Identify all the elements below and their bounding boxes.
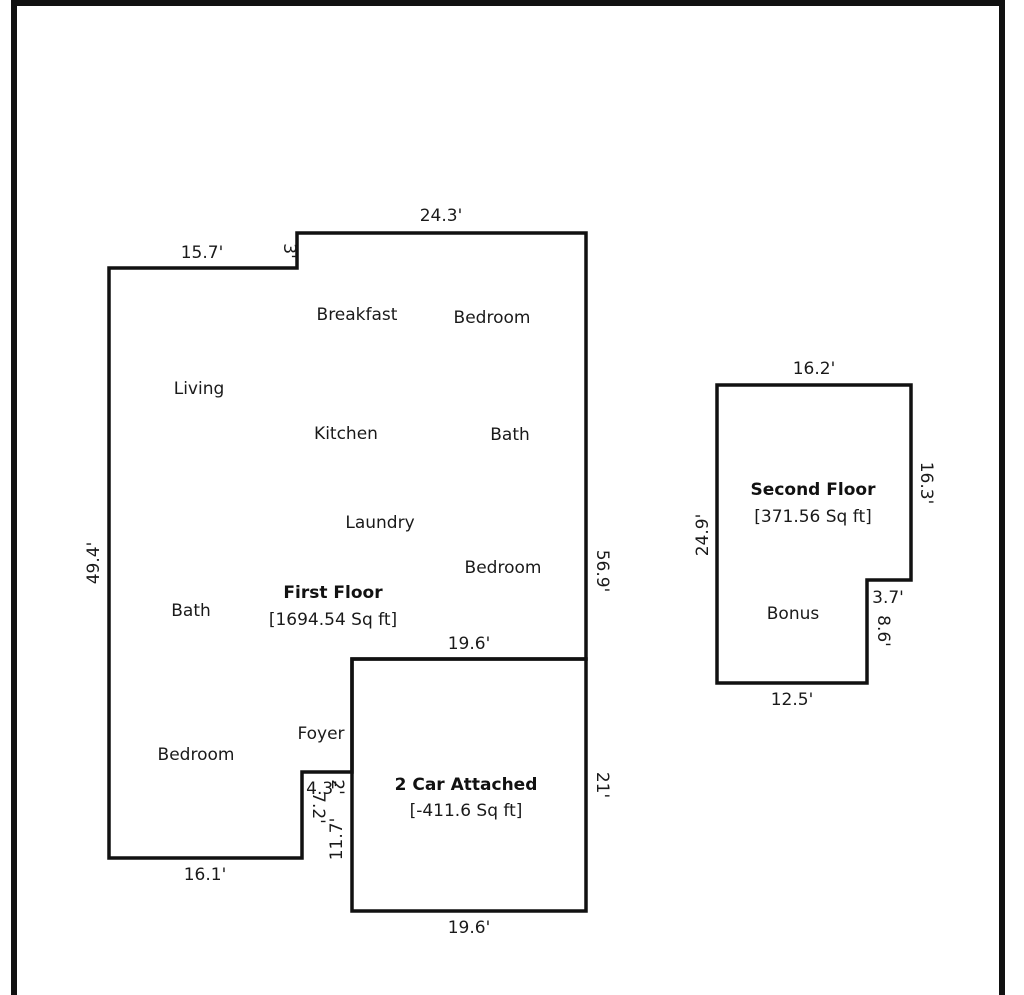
- page-frame: [11, 0, 1005, 995]
- first-floor-dim-top: 24.3': [420, 206, 463, 226]
- first-floor-dim-notch-height: 7.2': [308, 792, 328, 824]
- second-floor-dim-left: 24.9': [693, 514, 713, 557]
- room-bedroom-middle: Bedroom: [465, 558, 542, 578]
- room-bath-right: Bath: [490, 425, 530, 445]
- garage-title: 2 Car Attached: [395, 775, 538, 795]
- garage-dim-bottom: 19.6': [448, 918, 491, 938]
- second-floor-dim-notch-height: 8.6': [873, 615, 893, 647]
- second-floor-dim-bottom: 12.5': [771, 690, 814, 710]
- room-bedroom-top: Bedroom: [454, 308, 531, 328]
- first-floor-title: First Floor: [283, 583, 383, 603]
- first-floor: 24.3' 15.7' 3' 49.4' 56.9' 16.1' 4.3' 2'…: [84, 206, 612, 885]
- room-bedroom-bottom: Bedroom: [158, 745, 235, 765]
- first-floor-dim-bottom-left: 16.1': [184, 865, 227, 885]
- garage-dim-top: 19.6': [448, 634, 491, 654]
- second-floor: 16.2' 16.3' 24.9' 3.7' 8.6' 12.5' Second…: [693, 359, 936, 710]
- garage: 19.6' 21' 19.6' 2 Car Attached [-411.6 S…: [350, 634, 612, 938]
- garage-dim-right: 21': [592, 772, 612, 798]
- first-floor-dim-inner-left: 11.7': [327, 818, 347, 861]
- room-laundry: Laundry: [345, 513, 414, 533]
- first-floor-dim-notch-small: 2': [327, 779, 347, 795]
- second-floor-outline: [715, 383, 913, 685]
- second-floor-dim-right: 16.3': [916, 462, 936, 505]
- second-floor-dim-top: 16.2': [793, 359, 836, 379]
- first-floor-dim-step: 3': [279, 243, 299, 259]
- garage-outline: [350, 657, 588, 913]
- first-floor-dim-right: 56.9': [592, 550, 612, 593]
- second-floor-title: Second Floor: [751, 480, 877, 500]
- room-breakfast: Breakfast: [317, 305, 398, 325]
- garage-area: [-411.6 Sq ft]: [410, 801, 523, 821]
- second-floor-dim-notch-width: 3.7': [872, 588, 904, 608]
- first-floor-area: [1694.54 Sq ft]: [269, 610, 397, 630]
- room-bonus: Bonus: [767, 604, 820, 624]
- room-bath-left: Bath: [171, 601, 211, 621]
- room-living: Living: [174, 379, 225, 399]
- room-kitchen: Kitchen: [314, 424, 378, 444]
- first-floor-dim-left: 49.4': [84, 542, 104, 585]
- second-floor-area: [371.56 Sq ft]: [754, 507, 872, 527]
- first-floor-dim-notch-width: 4.3': [306, 779, 338, 799]
- first-floor-dim-top-left: 15.7': [181, 243, 224, 263]
- room-foyer: Foyer: [297, 724, 344, 744]
